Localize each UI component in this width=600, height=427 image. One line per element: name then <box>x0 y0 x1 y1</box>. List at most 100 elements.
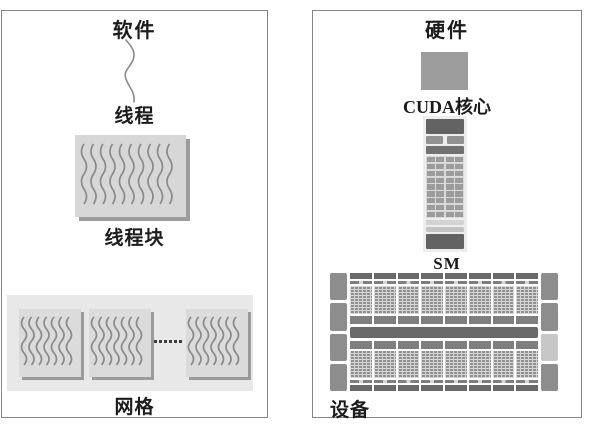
device-sm-part-stripes <box>397 350 420 378</box>
device-sm-part-notch-b <box>373 380 396 383</box>
device-sm-column <box>468 340 491 391</box>
sm-core-cell <box>445 177 454 183</box>
device-sm-part-hdr-dark <box>492 273 515 279</box>
device-sm-part-notch-b <box>492 380 515 383</box>
device-sm-part-ftr-mid-top <box>421 340 443 349</box>
device-sm-part-notch <box>373 281 396 284</box>
device-sm-part-stripes <box>492 286 515 314</box>
thread-block-waves-icon <box>79 143 183 210</box>
sm-dispatch-bar <box>426 146 464 154</box>
sm-light-bar-1 <box>426 220 464 225</box>
device-sm-part-hdr-dark-b <box>492 385 515 391</box>
device-sm-part-hdr-dark <box>421 273 443 279</box>
thread-block-box <box>75 135 186 217</box>
device-sm-column <box>516 340 538 391</box>
device-sm-part-ftr-mid-top <box>468 340 491 349</box>
device-sm-part-stripes <box>373 286 396 314</box>
device-sm-part-ftr-mid-top <box>350 340 372 349</box>
sm-scheduler-bars <box>426 136 464 144</box>
device-sm-part-stripes <box>373 350 396 378</box>
device-sm-part-stripes <box>350 286 372 314</box>
cuda-core-label: CUDA核心 <box>403 97 491 117</box>
thread-block-mini-2 <box>89 309 151 377</box>
device-sm-part-stripes <box>445 350 467 378</box>
thread-block-mini-3 <box>186 309 248 377</box>
device-sm-part-ftr-mid-top <box>516 340 538 349</box>
sm-core-cell <box>427 163 435 170</box>
sm-core-cell <box>436 211 445 217</box>
hardware-panel: 硬件 CUDA核心 SM 设备 <box>312 10 582 421</box>
sm-core-cell <box>427 211 435 217</box>
device-sm-part-ftr-mid <box>492 315 515 324</box>
device-diagram <box>330 273 558 391</box>
thread-label: 线程 <box>114 106 155 127</box>
ellipsis-dot <box>159 340 162 343</box>
ellipsis-dot <box>164 340 167 343</box>
device-sm-part-hdr-dark <box>468 273 491 279</box>
sm-core-cell <box>436 170 445 176</box>
device-sm-part-hdr-dark-b <box>468 385 491 391</box>
sm-label: SM <box>433 254 461 273</box>
device-sm-column <box>468 273 491 324</box>
device-sm-part-hdr-dark-b <box>397 385 420 391</box>
device-sm-column <box>397 273 420 324</box>
sm-core-cell <box>427 191 435 197</box>
device-memory-blocks-right <box>541 273 558 391</box>
sm-core-cell <box>427 184 435 190</box>
device-memory-block <box>330 333 347 361</box>
mini-waves-icon <box>186 315 248 371</box>
sm-scheduler-bar <box>447 136 464 144</box>
device-sm-part-notch <box>492 281 515 284</box>
ellipsis-dot <box>169 340 172 343</box>
device-sm-part-ftr-mid <box>397 315 420 324</box>
sm-core-cell <box>455 211 463 217</box>
device-sm-part-hdr-dark-b <box>373 385 396 391</box>
device-sm-column <box>492 273 515 324</box>
device-memory-block <box>541 273 558 301</box>
device-sm-part-notch-b <box>397 380 420 383</box>
thread-block-mini-1 <box>19 309 81 377</box>
sm-diagram <box>423 116 467 252</box>
device-sm-part-notch-b <box>350 380 372 383</box>
device-sm-part-stripes <box>445 286 467 314</box>
device-sm-part-ftr-mid <box>421 315 443 324</box>
device-sm-column <box>397 340 420 391</box>
device-sm-column <box>492 340 515 391</box>
sm-core-cell <box>445 170 454 176</box>
sm-core-cell <box>436 191 445 197</box>
sm-top-cache-bar <box>426 119 464 134</box>
device-sm-part-notch <box>468 281 491 284</box>
thread-block-label: 线程块 <box>104 228 165 249</box>
device-sm-part-notch-b <box>468 380 491 383</box>
hardware-panel-title: 硬件 <box>425 20 469 42</box>
cuda-core-square <box>421 52 468 90</box>
grid-box <box>7 295 253 391</box>
sm-core-cell <box>436 184 445 190</box>
sm-core-cell <box>455 198 463 204</box>
software-panel: 软件 线程 线程块 网格 <box>1 10 268 418</box>
sm-core-cell <box>455 191 463 197</box>
sm-core-cell <box>445 204 454 211</box>
sm-core-cell <box>445 211 454 217</box>
sm-core-cell <box>436 204 445 211</box>
device-sm-part-stripes <box>421 350 443 378</box>
sm-core-cell <box>436 198 445 204</box>
device-sm-part-notch-b <box>516 380 538 383</box>
device-sm-part-stripes <box>350 350 372 378</box>
sm-core-cell <box>427 198 435 204</box>
device-sm-part-stripes <box>397 286 420 314</box>
device-sm-part-hdr-dark-b <box>350 385 372 391</box>
device-sm-part-notch <box>421 281 443 284</box>
device-sm-part-stripes <box>468 286 491 314</box>
device-sm-column <box>445 273 467 324</box>
sm-core-cell <box>427 170 435 176</box>
device-sm-part-notch <box>350 281 372 284</box>
sm-core-cell <box>436 177 445 183</box>
device-label: 设备 <box>330 400 371 421</box>
sm-core-grid <box>426 156 464 218</box>
device-sm-part-hdr-dark-b <box>516 385 538 391</box>
device-memory-block <box>330 363 347 391</box>
ellipsis-dot <box>179 340 182 343</box>
device-sm-part-notch-b <box>445 380 467 383</box>
